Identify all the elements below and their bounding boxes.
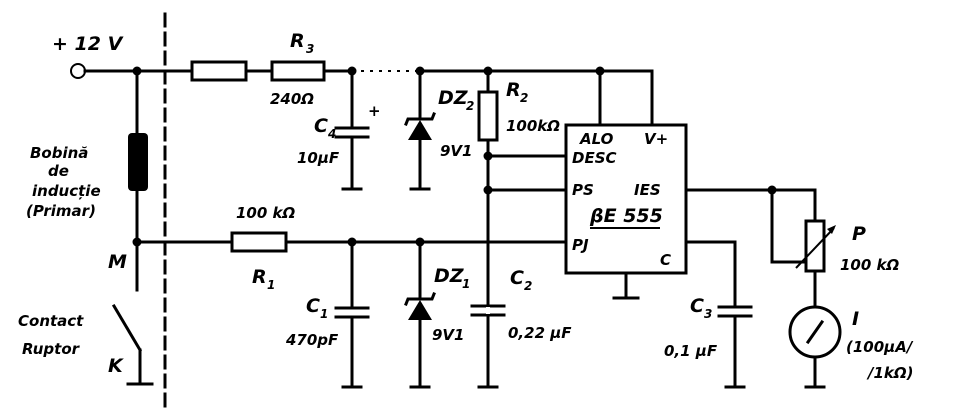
r1-sub: 1 [267,278,275,292]
dz2-name: DZ [438,87,469,109]
capacitor-c3: C 3 0,1 μF [664,240,753,389]
r3-sub: 3 [306,42,314,56]
r2-sub: 2 [520,91,528,105]
r1-name: R [252,266,267,288]
fuse [190,60,248,82]
zener-dz1: DZ 1 9V1 [404,240,470,389]
ic-pin-ps: PS [572,181,594,199]
supply-label: + 12 V [52,33,124,55]
c4-value: 10μF [297,149,340,167]
c3-name: C [690,295,704,317]
c1-name: C [306,295,320,317]
contact-switch: Contact Ruptor K [18,303,154,386]
coil-label-line3: inducție [32,182,101,200]
bottom-rail: 100 kΩ R 1 [135,204,568,292]
pot-value: 100 kΩ [840,256,900,274]
potentiometer-p [804,219,826,273]
ic-pin-pj: PJ [572,236,589,254]
meter-name: I [852,308,859,330]
meter-line1: (100μA/ [846,338,914,356]
pot-name: P [852,223,866,245]
r3-name: R [290,30,305,52]
ic-pin-ies: IES [634,181,661,199]
junction-dots [132,66,777,247]
contact-label-line1: Contact [18,312,84,330]
capacitor-c1: C 1 470pF [285,240,370,389]
r2-value: 100kΩ [506,117,560,135]
c2-value: 0,22 μF [508,324,572,342]
dz2-sub: 2 [466,99,474,113]
ic-part-name: βE 555 [589,205,663,227]
coil-label-line1: Bobină [30,144,88,162]
ic-pin-desc: DESC [572,149,617,167]
c2-sub: 2 [524,279,532,293]
capacitor-c2: C 2 0,22 μF [470,267,572,389]
coil-label-line4: (Primar) [26,202,96,220]
resistor-r3: R 3 240Ω [270,30,326,108]
c4-polarity: + [368,102,381,120]
output-branch: P 100 kΩ I (100μA/ /1kΩ) [684,188,914,389]
dz1-value: 9V1 [432,326,464,344]
ic-pin-c: C [660,251,671,269]
node-m-label: M [108,251,127,273]
contact-letter: K [108,355,124,377]
top-rail [83,69,654,127]
ic-be555: ALO V+ DESC PS IES βE 555 PJ C [564,69,688,300]
resistor-r1 [230,231,288,253]
c4-name: C [314,115,328,137]
capacitor-c4: + C 4 10μF [297,69,381,191]
zener-dz2: DZ 2 9V1 [404,69,474,191]
c3-sub: 3 [704,307,712,321]
contact-label-line2: Ruptor [22,340,81,358]
meter-line2: /1kΩ) [866,364,914,382]
c1-sub: 1 [320,307,328,321]
c3-value: 0,1 μF [664,342,718,360]
coil-label-line2: de [48,162,69,180]
ic-pin-vplus: V+ [644,130,668,148]
r1-value: 100 kΩ [236,204,296,222]
c1-value: 470pF [285,331,339,349]
coil-branch: Bobină de inducție (Primar) [26,69,148,292]
dz2-value: 9V1 [440,142,472,160]
coil-inductor [128,133,148,191]
ic-pin-alo: ALO [579,130,614,148]
dz1-sub: 1 [462,277,470,291]
r2-name: R [506,79,521,101]
r3-value: 240Ω [270,90,314,108]
c2-name: C [510,267,524,289]
dz1-name: DZ [434,265,465,287]
c4-sub: 4 [327,127,336,141]
